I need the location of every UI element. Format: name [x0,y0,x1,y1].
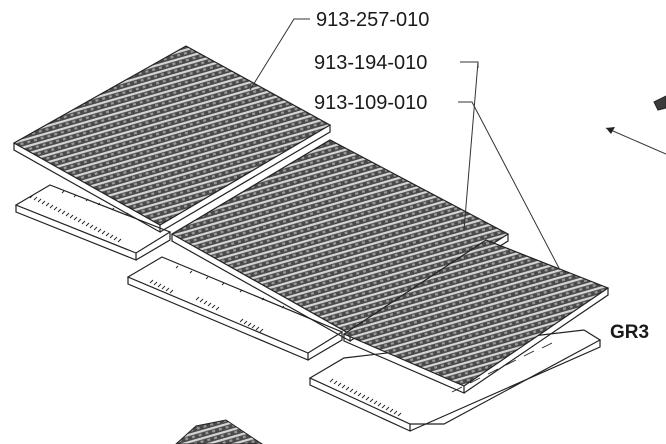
plate-slots-middle [149,265,285,333]
leader-913-194-010 [460,61,479,231]
leader-913-109-010 [458,101,561,271]
callout-913-257-010: 913-257-010 [316,9,429,31]
callout-913-109-010: 913-109-010 [314,92,427,114]
grate-913-109-010 [342,239,610,394]
partial-component-right [605,95,666,155]
base-plate-left [14,184,172,261]
assembly-tag: GR3 [610,322,649,343]
leader-913-257-010 [249,18,310,91]
base-plate-right [308,329,602,432]
callout-913-194-010: 913-194-010 [314,52,427,74]
plate-slots-right [329,342,553,417]
grate-partial-bottom [175,419,263,444]
base-plate-middle [126,256,344,361]
plate-slots-left [29,190,129,243]
leader-lines [249,18,561,271]
grate-913-257-010 [12,45,332,234]
